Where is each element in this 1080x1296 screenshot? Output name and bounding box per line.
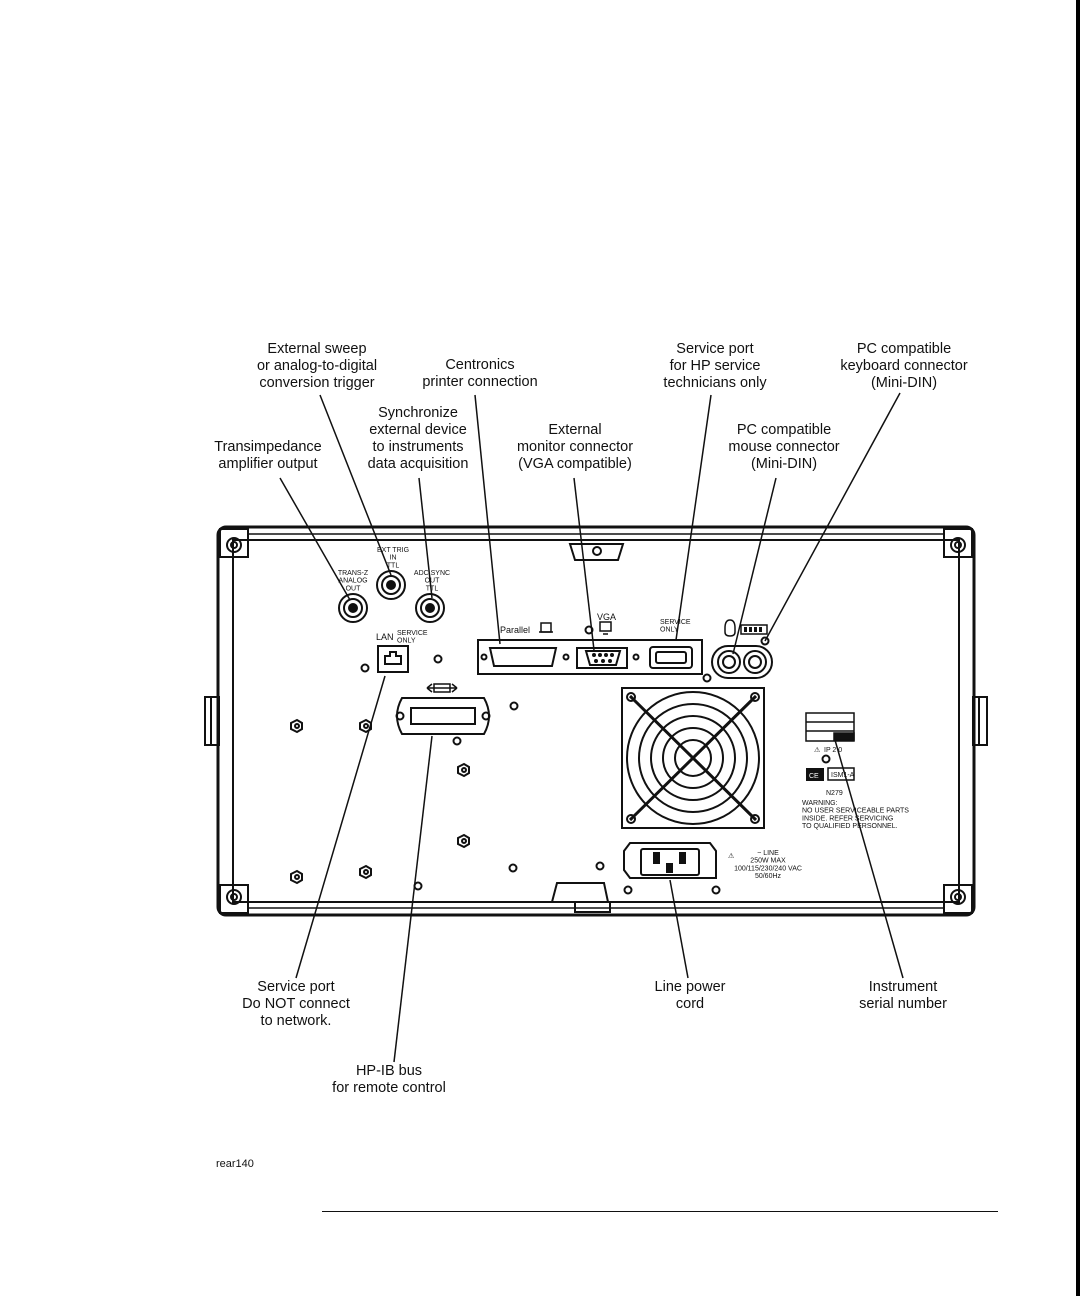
callout-power: Line power cord — [654, 979, 726, 1012]
callout-keyboard: PC compatible keyboard connector (Mini-D… — [840, 341, 968, 391]
hex-nut — [359, 864, 372, 880]
corner-foot-bottom-left — [219, 884, 249, 914]
callout-transimpedance: Transimpedance amplifier output — [214, 439, 322, 472]
n-code-label: N279 — [826, 790, 843, 797]
leader-vga — [573, 477, 595, 651]
callout-trigger: External sweep or analog-to-digital conv… — [256, 341, 378, 391]
leader-trigger — [319, 394, 392, 576]
hex-nut — [290, 869, 303, 885]
top-tab — [568, 543, 625, 561]
screw-label — [821, 754, 831, 764]
vga-label: VGA — [597, 612, 616, 622]
keyboard-icon — [740, 624, 768, 635]
vga-port[interactable] — [576, 647, 628, 669]
screw-lan-right — [433, 654, 443, 664]
mouse-icon — [724, 619, 736, 637]
callout-hpib: HP-IB bus for remote control — [332, 1063, 446, 1096]
screw-hp-ib-bottom — [452, 736, 462, 746]
hex-nut — [359, 718, 372, 734]
callout-vga-monitor: External monitor connector (VGA compatib… — [516, 422, 634, 472]
lan-port[interactable] — [377, 645, 409, 673]
screw — [509, 701, 519, 711]
parallel-port[interactable] — [480, 647, 570, 667]
cooling-fan — [621, 687, 765, 829]
hp-ib-port[interactable] — [395, 697, 491, 735]
page-edge-bar — [1076, 0, 1080, 1296]
callout-service-hp: Service port for HP service technicians … — [663, 341, 767, 391]
callout-leader-lines — [279, 392, 904, 1063]
leader-mouse — [732, 477, 777, 655]
service-port[interactable] — [649, 646, 693, 669]
callout-serial: Instrument serial number — [859, 979, 947, 1012]
mini-din-plate — [711, 645, 773, 679]
printer-icon — [539, 622, 553, 633]
footer-rule — [322, 1211, 998, 1212]
leader-serial — [834, 739, 904, 979]
svg-text:ISM1-A: ISM1-A — [831, 772, 855, 779]
side-handle-right — [972, 696, 988, 746]
adc-sync-bnc-connector[interactable] — [415, 593, 445, 623]
callout-centronics: Centronics printer connection — [422, 357, 538, 390]
hp-ib-icon — [426, 683, 458, 693]
figure-id: rear140 — [216, 1158, 254, 1170]
monitor-icon — [599, 621, 612, 635]
leader-service-hp — [675, 394, 712, 641]
leader-keyboard — [764, 392, 901, 642]
corner-foot-top-left — [219, 528, 249, 558]
power-inlet[interactable] — [623, 842, 721, 895]
trans-z-bnc-connector[interactable] — [338, 593, 368, 623]
leader-sync — [418, 477, 433, 599]
screw-power-left — [595, 861, 605, 871]
serial-number-label — [805, 712, 855, 742]
ce-mark: CE — [806, 768, 824, 781]
keyboard-mini-din-port[interactable] — [743, 650, 767, 674]
leader-transimpedance — [279, 477, 351, 601]
screw-keyboard — [760, 636, 770, 646]
corner-foot-bottom-right — [943, 884, 973, 914]
ism-label-box: ISM1-A — [827, 767, 855, 781]
ip-rating-label: IP 2 0 — [824, 747, 842, 754]
io-plate — [477, 639, 703, 675]
mouse-mini-din-port[interactable] — [717, 650, 741, 674]
ext-trig-bnc-connector[interactable] — [376, 570, 406, 600]
lan-label: LAN — [376, 632, 394, 642]
leader-hpib — [393, 735, 433, 1063]
screw-vga — [584, 625, 594, 635]
side-handle-left — [204, 696, 220, 746]
hex-nut — [457, 833, 470, 849]
screw-lan-left — [360, 663, 370, 673]
hex-nut — [290, 718, 303, 734]
screw-plate-mid — [632, 653, 640, 661]
callout-mouse: PC compatible mouse connector (Mini-DIN) — [728, 422, 840, 472]
hex-nut — [457, 762, 470, 778]
callout-sync: Synchronize external device to instrumen… — [367, 405, 469, 472]
warning-triangle-icon: ⚠ — [814, 746, 820, 754]
corner-foot-top-right — [943, 528, 973, 558]
svg-text:CE: CE — [809, 773, 819, 780]
screw — [508, 863, 518, 873]
callout-service-lan: Service port Do NOT connect to network. — [242, 979, 350, 1029]
leader-service-lan — [295, 675, 386, 979]
warning-triangle-icon: ⚠ — [728, 852, 734, 860]
leader-power — [669, 879, 689, 979]
parallel-label: Parallel — [500, 625, 530, 635]
screw-service — [702, 673, 712, 683]
bottom-tab — [551, 882, 611, 913]
leader-centronics — [474, 394, 501, 645]
